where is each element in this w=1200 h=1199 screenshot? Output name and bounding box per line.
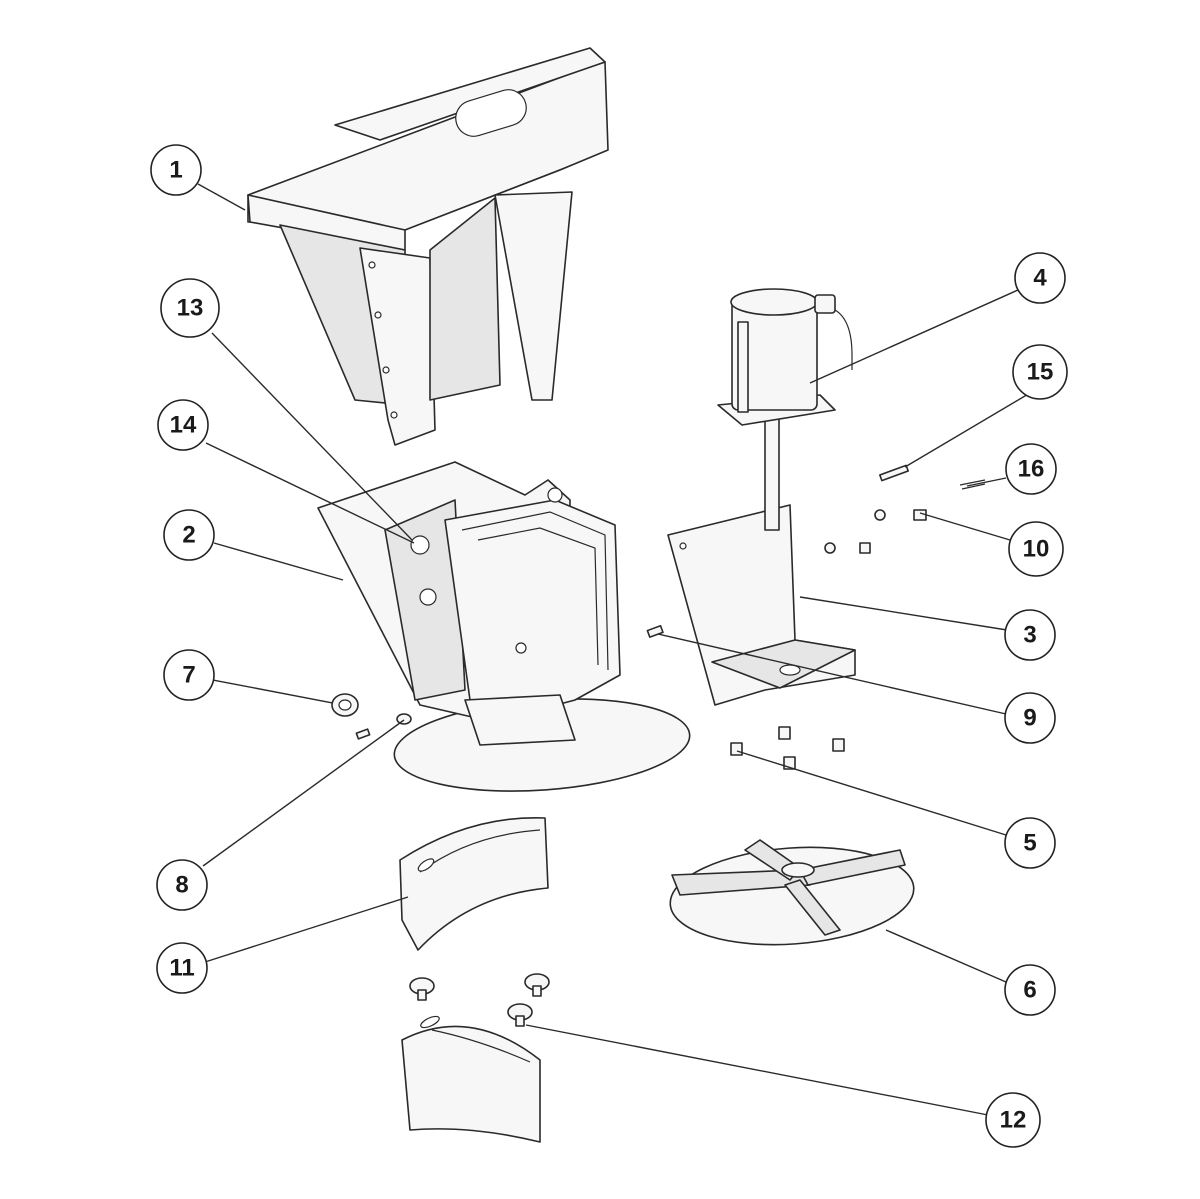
leader-13 — [211, 332, 413, 541]
leader-9 — [657, 633, 1007, 715]
leader-14 — [205, 442, 415, 544]
part-motor-plate — [667, 504, 856, 706]
part-grommet — [331, 693, 359, 717]
part-deflector-upper — [399, 817, 549, 951]
callout-9-label: 9 — [1023, 705, 1036, 732]
leader-4 — [809, 289, 1019, 384]
part-deflector-lower — [401, 1015, 541, 1143]
callout-2: 2 — [163, 509, 215, 561]
callout-13-label: 13 — [177, 295, 204, 322]
callout-3: 3 — [1004, 609, 1056, 661]
callout-12-label: 12 — [1000, 1107, 1027, 1134]
callout-11-label: 11 — [169, 955, 194, 982]
callout-14: 14 — [157, 399, 209, 451]
callout-11: 11 — [156, 942, 208, 994]
callout-14-label: 14 — [170, 412, 197, 439]
callout-8: 8 — [156, 859, 208, 911]
part-motor — [717, 288, 853, 531]
callout-1: 1 — [150, 144, 202, 196]
callout-6: 6 — [1004, 964, 1056, 1016]
callout-12: 12 — [985, 1092, 1041, 1148]
callout-5-label: 5 — [1023, 830, 1036, 857]
callout-15: 15 — [1012, 344, 1068, 400]
leader-11 — [204, 896, 409, 963]
callout-15-label: 15 — [1027, 359, 1054, 386]
part-hopper-housing — [317, 461, 691, 792]
leader-8 — [202, 719, 405, 867]
callout-4-label: 4 — [1033, 265, 1047, 292]
leader-2 — [213, 542, 344, 581]
callout-4: 4 — [1014, 252, 1066, 304]
leader-7 — [212, 679, 334, 704]
part-bolts-5 — [730, 726, 845, 770]
leader-12 — [525, 1024, 989, 1116]
callout-5: 5 — [1004, 817, 1056, 869]
part-mounting-bracket — [247, 47, 609, 446]
leader-3 — [799, 596, 1008, 631]
leader-15 — [904, 389, 1036, 468]
callout-13: 13 — [160, 278, 220, 338]
callout-7: 7 — [163, 649, 215, 701]
leader-1 — [197, 183, 246, 211]
callout-10: 10 — [1008, 521, 1064, 577]
part-small-fasteners — [646, 464, 986, 638]
leader-5 — [736, 750, 1007, 836]
part-spinner-disc — [669, 839, 915, 946]
part-knobs — [409, 973, 550, 1027]
callout-8-label: 8 — [175, 872, 188, 899]
callout-1-label: 1 — [169, 157, 182, 184]
callout-6-label: 6 — [1023, 977, 1036, 1004]
callout-2-label: 2 — [182, 522, 195, 549]
callout-10-label: 10 — [1023, 536, 1050, 563]
callout-3-label: 3 — [1023, 622, 1036, 649]
leader-lines — [197, 183, 1036, 1116]
leader-10 — [919, 512, 1011, 541]
callout-16: 16 — [1005, 443, 1057, 495]
callout-16-label: 16 — [1018, 456, 1045, 483]
callout-9: 9 — [1004, 692, 1056, 744]
callout-7-label: 7 — [182, 662, 195, 689]
leader-6 — [885, 929, 1007, 983]
leader-16 — [966, 477, 1007, 487]
part-washer — [355, 713, 412, 740]
